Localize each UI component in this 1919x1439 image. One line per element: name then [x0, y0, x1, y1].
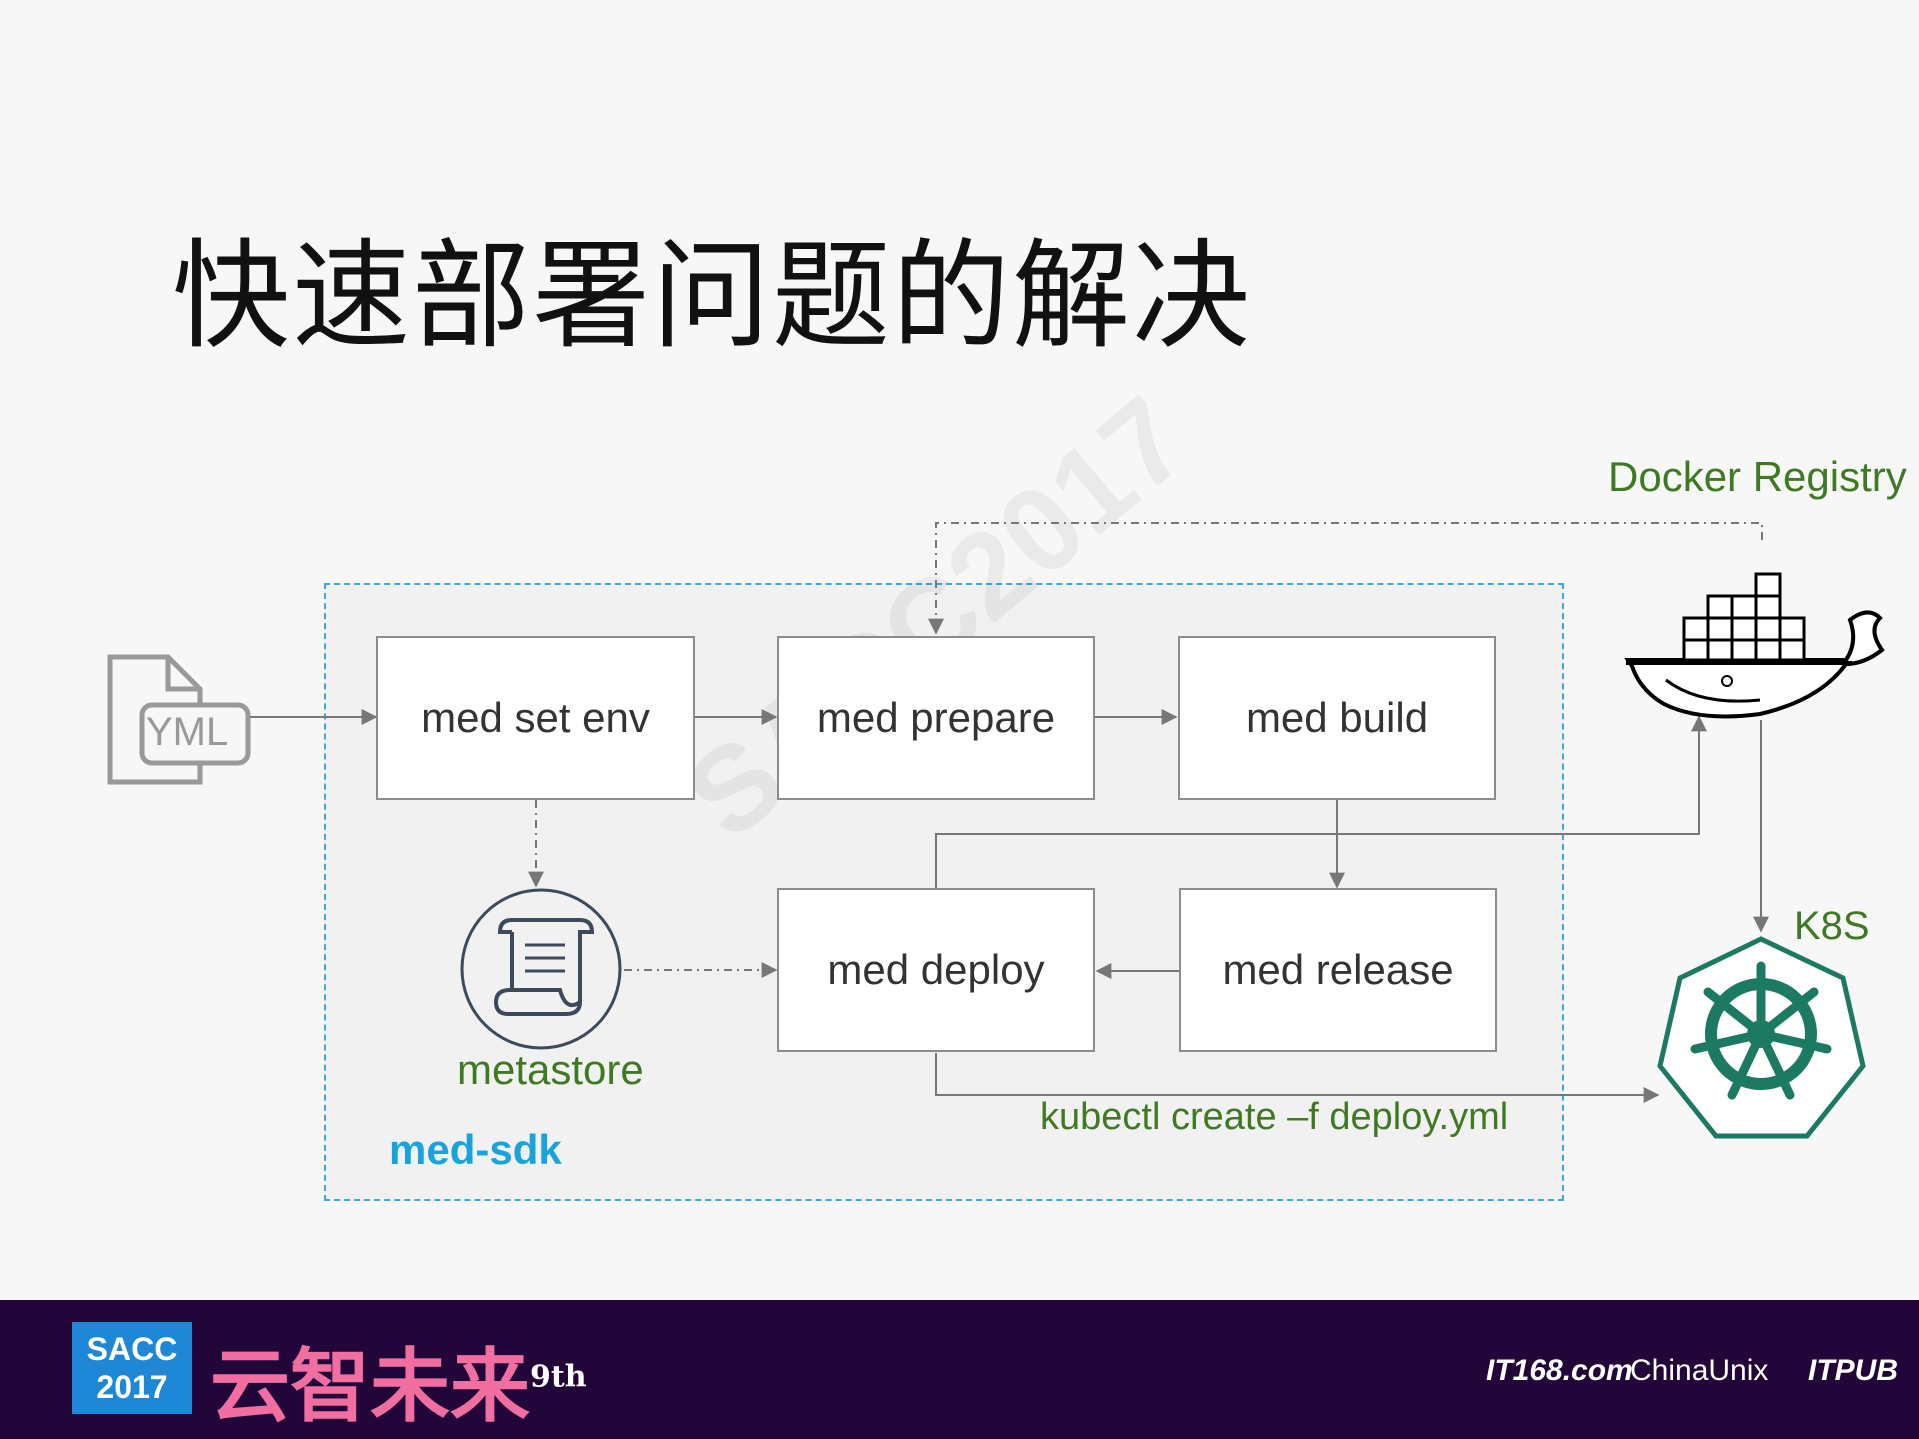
slogan-text: 云智未来: [210, 1339, 530, 1433]
box-med-deploy: med deploy: [777, 888, 1095, 1052]
kubectl-command-label: kubectl create –f deploy.yml: [1040, 1096, 1509, 1138]
k8s-label: K8S: [1794, 904, 1870, 948]
docker-registry-label: Docker Registry: [1608, 453, 1907, 500]
badge-line1: SACC: [86, 1331, 178, 1367]
page-title: 快速部署问题的解决: [172, 227, 1253, 365]
kubernetes-icon: [1657, 936, 1866, 1139]
box-med-prepare: med prepare: [777, 636, 1095, 800]
docker-whale-icon: [1624, 572, 1885, 719]
sponsor-itpub: ITPUB: [1808, 1354, 1898, 1387]
sacc-badge: SACC 2017: [72, 1322, 192, 1414]
metastore-scroll-icon: [460, 888, 622, 1050]
badge-line2: 2017: [96, 1369, 168, 1405]
med-sdk-label: med-sdk: [389, 1126, 562, 1173]
sponsor-chinaunix: ChinaUnix: [1630, 1354, 1769, 1387]
box-med-build: med build: [1178, 636, 1496, 800]
yml-file-icon: [107, 654, 251, 785]
box-med-release: med release: [1179, 888, 1497, 1052]
box-med-set-env: med set env: [376, 636, 695, 800]
yml-label: YML: [146, 710, 229, 754]
footer-banner: SACC 2017 云智未来9th IT168.com ChinaUnix IT…: [0, 1300, 1919, 1439]
slogan: 云智未来9th: [210, 1322, 587, 1438]
sponsor-it168: IT168.com: [1486, 1354, 1633, 1387]
metastore-label: metastore: [457, 1046, 644, 1093]
edition-mark: 9th: [530, 1359, 587, 1395]
